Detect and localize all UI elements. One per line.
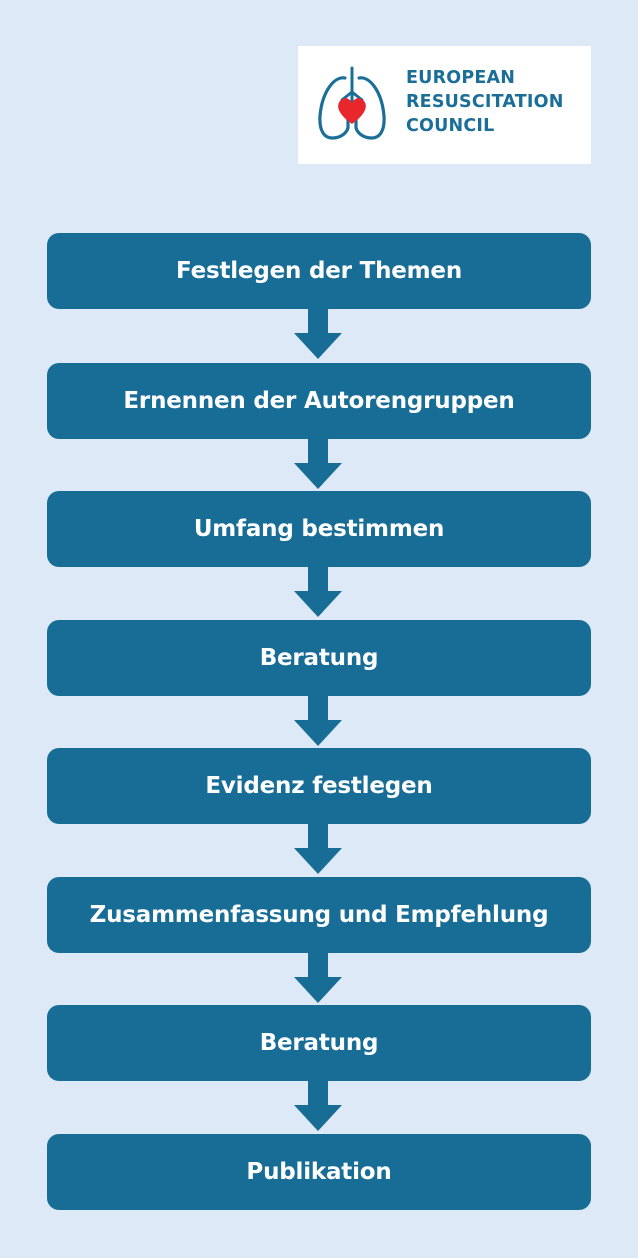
flow-step-label: Festlegen der Themen [175,258,462,284]
flow-step-label: Umfang bestimmen [193,516,445,542]
lungs-heart-icon [318,66,386,140]
flow-step-label: Beratung [259,1030,379,1056]
flow-step-label: Beratung [259,645,379,671]
flow-step: Ernennen der Autorengruppen [47,363,591,439]
flow-step-label: Zusammenfassung und Empfehlung [89,902,549,928]
flow-step: Beratung [47,1005,591,1081]
logo-text: EUROPEAN RESUSCITATION COUNCIL [406,66,564,138]
logo-line: EUROPEAN [406,68,516,88]
erc-logo: EUROPEAN RESUSCITATION COUNCIL [298,46,591,164]
down-arrow-icon [294,1081,342,1131]
flow-step: Evidenz festlegen [47,748,591,824]
flow-step-label: Evidenz festlegen [205,773,433,799]
heart-icon [338,98,366,124]
down-arrow-icon [294,953,342,1003]
flow-step: Publikation [47,1134,591,1210]
flow-step: Umfang bestimmen [47,491,591,567]
down-arrow-icon [294,567,342,617]
flow-step: Festlegen der Themen [47,233,591,309]
down-arrow-icon [294,696,342,746]
logo-line: RESUSCITATION [406,92,564,112]
flow-step-label: Publikation [246,1159,392,1185]
flow-step-label: Ernennen der Autorengruppen [123,388,515,414]
down-arrow-icon [294,824,342,874]
logo-line: COUNCIL [406,116,495,136]
down-arrow-icon [294,439,342,489]
flow-step: Zusammenfassung und Empfehlung [47,877,591,953]
flow-step: Beratung [47,620,591,696]
down-arrow-icon [294,309,342,359]
